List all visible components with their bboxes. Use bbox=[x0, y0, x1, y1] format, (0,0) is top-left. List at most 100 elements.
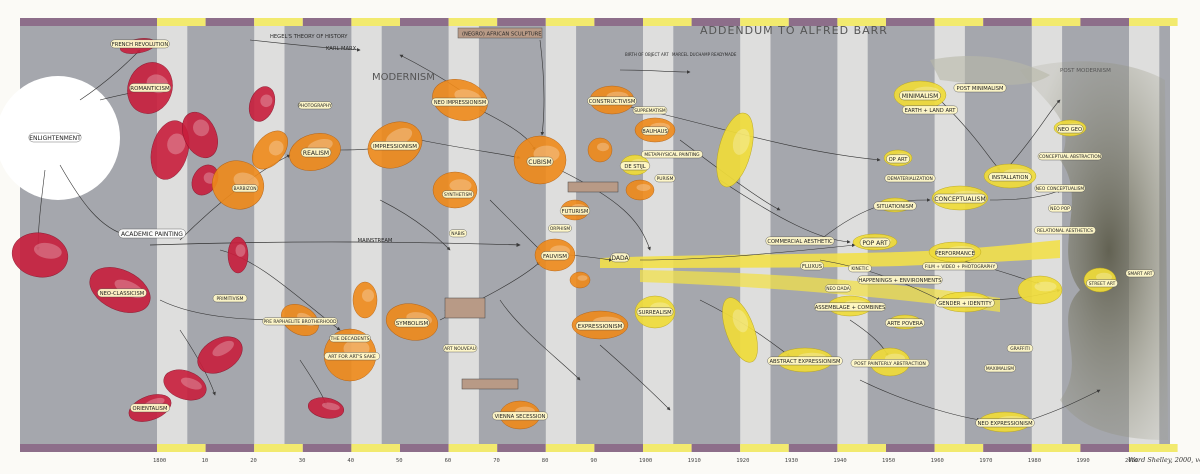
timeline-segment bbox=[788, 444, 838, 452]
timeline-segment bbox=[497, 444, 546, 452]
movement-label-orphism: ORPHISM bbox=[550, 226, 571, 232]
timeline-segment bbox=[302, 444, 352, 452]
label-box bbox=[110, 39, 170, 49]
movement-label-impressionism: IMPRESSIONISM bbox=[373, 144, 417, 150]
label-box bbox=[118, 228, 186, 239]
label-box bbox=[935, 298, 995, 308]
timeline-segment bbox=[205, 444, 255, 452]
movement-label-vienna: VIENNA SECESSION bbox=[495, 414, 546, 420]
timeline-segment bbox=[1031, 18, 1081, 26]
timeline-segment bbox=[886, 444, 935, 452]
movement-label-neo-geo: NEO GEO bbox=[1058, 127, 1082, 133]
timeline-segment bbox=[545, 444, 595, 452]
influence-arrow bbox=[719, 179, 851, 244]
duchamp-label: MARCEL DUCHAMP READYMADE bbox=[672, 52, 737, 57]
timeline-segment bbox=[20, 444, 157, 452]
timeline-segment bbox=[740, 444, 789, 452]
movement-label-neo-conceptualism: NEO CONCEPTUALISM bbox=[1036, 186, 1085, 192]
diagram-title: ADDENDUM TO ALFRED BARR bbox=[700, 24, 888, 37]
movement-label-fauvism: FAUVISM bbox=[543, 254, 567, 260]
movement-label-constructivism: CONSTRUCTIVISM bbox=[589, 99, 636, 105]
label-box bbox=[28, 132, 82, 143]
label-box bbox=[824, 284, 852, 293]
movement-label-minimalism: MINIMALISM bbox=[902, 93, 939, 100]
movement-label-happenings: HAPPENINGS + ENVIRONMENTS bbox=[858, 278, 941, 284]
african-sculpture-box bbox=[457, 27, 543, 39]
timeline-segment bbox=[594, 18, 643, 26]
year-label: 50 bbox=[396, 458, 403, 464]
label-box bbox=[431, 97, 489, 107]
year-label: 1950 bbox=[882, 458, 895, 464]
movement-label-academic: ACADEMIC PAINTING bbox=[121, 231, 183, 238]
label-box bbox=[548, 224, 572, 233]
movement-label-gender: GENDER + IDENTITY bbox=[938, 301, 992, 307]
label-box bbox=[1086, 279, 1118, 288]
movement-label-commercial: COMMERCIAL AESTHETIC bbox=[767, 239, 833, 245]
label-box bbox=[324, 352, 380, 361]
timeline-segment bbox=[205, 18, 255, 26]
movement-label-primitivism: PRIMITIVISM bbox=[217, 296, 244, 302]
movement-label-dada: DADA bbox=[611, 255, 629, 262]
timeline-segment bbox=[886, 18, 935, 26]
movement-label-art-for-art: ART FOR ART'S SAKE bbox=[328, 354, 376, 360]
movement-label-installation: INSTALLATION bbox=[992, 175, 1029, 181]
influence-arrow bbox=[499, 299, 581, 381]
timeline-segment bbox=[983, 444, 1032, 452]
timeline-segment bbox=[448, 444, 498, 452]
movement-label-orientalism: ORIENTALISM bbox=[133, 406, 168, 412]
timeline-segment bbox=[1080, 444, 1129, 452]
timeline-segment bbox=[594, 444, 643, 452]
timeline-segment bbox=[740, 18, 789, 26]
movement-blob bbox=[163, 369, 207, 401]
movement-label-decadents: THE DECADENTS bbox=[329, 336, 369, 342]
label-box bbox=[885, 318, 925, 328]
label-box bbox=[933, 193, 987, 204]
influence-arrow bbox=[639, 243, 856, 261]
movement-blob bbox=[432, 171, 478, 209]
label-box bbox=[857, 275, 943, 285]
label-box bbox=[575, 321, 625, 331]
year-label: 1920 bbox=[736, 458, 749, 464]
timeline-segment bbox=[1129, 444, 1178, 452]
label-box bbox=[765, 236, 835, 246]
movement-blob bbox=[11, 232, 69, 278]
label-box bbox=[212, 294, 248, 303]
label-box bbox=[297, 101, 333, 110]
timeline-segment bbox=[351, 444, 400, 452]
decade-stripe bbox=[643, 26, 674, 444]
birth-object-label: BIRTH OF OBJECT ART bbox=[625, 52, 669, 57]
label-box bbox=[899, 90, 941, 101]
timeline-segment bbox=[837, 444, 886, 452]
machine-aesthetic-box bbox=[567, 181, 619, 193]
movement-blob bbox=[625, 179, 655, 201]
label-box bbox=[813, 302, 887, 312]
lower-yellow-band bbox=[640, 270, 1000, 312]
label-box bbox=[442, 344, 478, 353]
timeline-segment bbox=[643, 444, 692, 452]
year-label: 1930 bbox=[785, 458, 798, 464]
timeline-bar-top bbox=[20, 18, 1178, 26]
influence-arrow bbox=[249, 39, 361, 52]
year-label: 90 bbox=[590, 458, 597, 464]
timeline-segment bbox=[934, 18, 984, 26]
movement-blob bbox=[182, 111, 218, 159]
year-label: 80 bbox=[542, 458, 549, 464]
timeline-segment bbox=[1080, 18, 1129, 26]
year-label: 10 bbox=[202, 458, 209, 464]
african-sculpture-label: (NEGRO) AFRICAN SCULPTURE bbox=[462, 32, 542, 38]
year-label: 1910 bbox=[688, 458, 701, 464]
label-box bbox=[886, 154, 910, 164]
label-box bbox=[1048, 204, 1072, 213]
movement-label-art-nouveau: ART NOUVEAU bbox=[444, 346, 476, 352]
movement-blob bbox=[197, 336, 243, 374]
timeline-segment bbox=[643, 18, 692, 26]
movement-blob bbox=[587, 137, 613, 163]
movement-blob bbox=[1017, 275, 1063, 305]
label-box bbox=[540, 251, 570, 261]
movement-label-neo-impressionism: NEO IMPRESSIONISM bbox=[434, 100, 486, 106]
post-modernism-wash bbox=[930, 55, 1050, 85]
influence-arrow bbox=[599, 344, 671, 411]
timeline-segment bbox=[837, 18, 886, 26]
movement-label-synthetism: SYNTHETISM bbox=[444, 192, 472, 198]
